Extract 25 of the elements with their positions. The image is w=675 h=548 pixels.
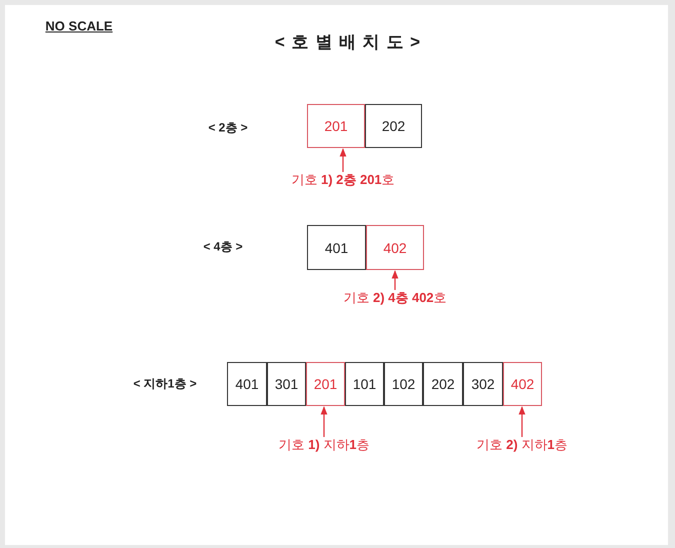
arrow	[392, 270, 398, 290]
floor-label: < 지하1층 >	[133, 376, 197, 392]
highlighted-room-box: 402	[503, 362, 542, 406]
callout-label: 기호 1) 지하1층	[278, 436, 370, 454]
callout-label: 기호 1) 2층 201호	[291, 171, 395, 189]
title: < 호 별 배 치 도 >	[274, 32, 422, 54]
callout-label: 기호 2) 지하1층	[476, 436, 568, 454]
floor-label: < 2층 >	[208, 120, 248, 136]
highlighted-room-box: 201	[306, 362, 345, 406]
arrow	[320, 406, 328, 437]
scale-note: NO SCALE	[45, 18, 113, 34]
room-box: 202	[423, 362, 463, 406]
room-box: 101	[345, 362, 384, 406]
room-box: 102	[384, 362, 423, 406]
room-box: 401	[307, 225, 366, 270]
callout-label: 기호 2) 4층 402호	[343, 289, 447, 307]
room-box: 302	[463, 362, 503, 406]
floor-label: < 4층 >	[203, 238, 243, 256]
highlighted-room-box: 402	[366, 225, 424, 270]
arrow	[518, 406, 526, 437]
room-box: 301	[267, 362, 306, 406]
room-box: 401	[227, 362, 267, 406]
highlighted-room-box: 201	[307, 104, 365, 148]
arrow	[340, 148, 346, 172]
room-box: 202	[365, 104, 422, 148]
